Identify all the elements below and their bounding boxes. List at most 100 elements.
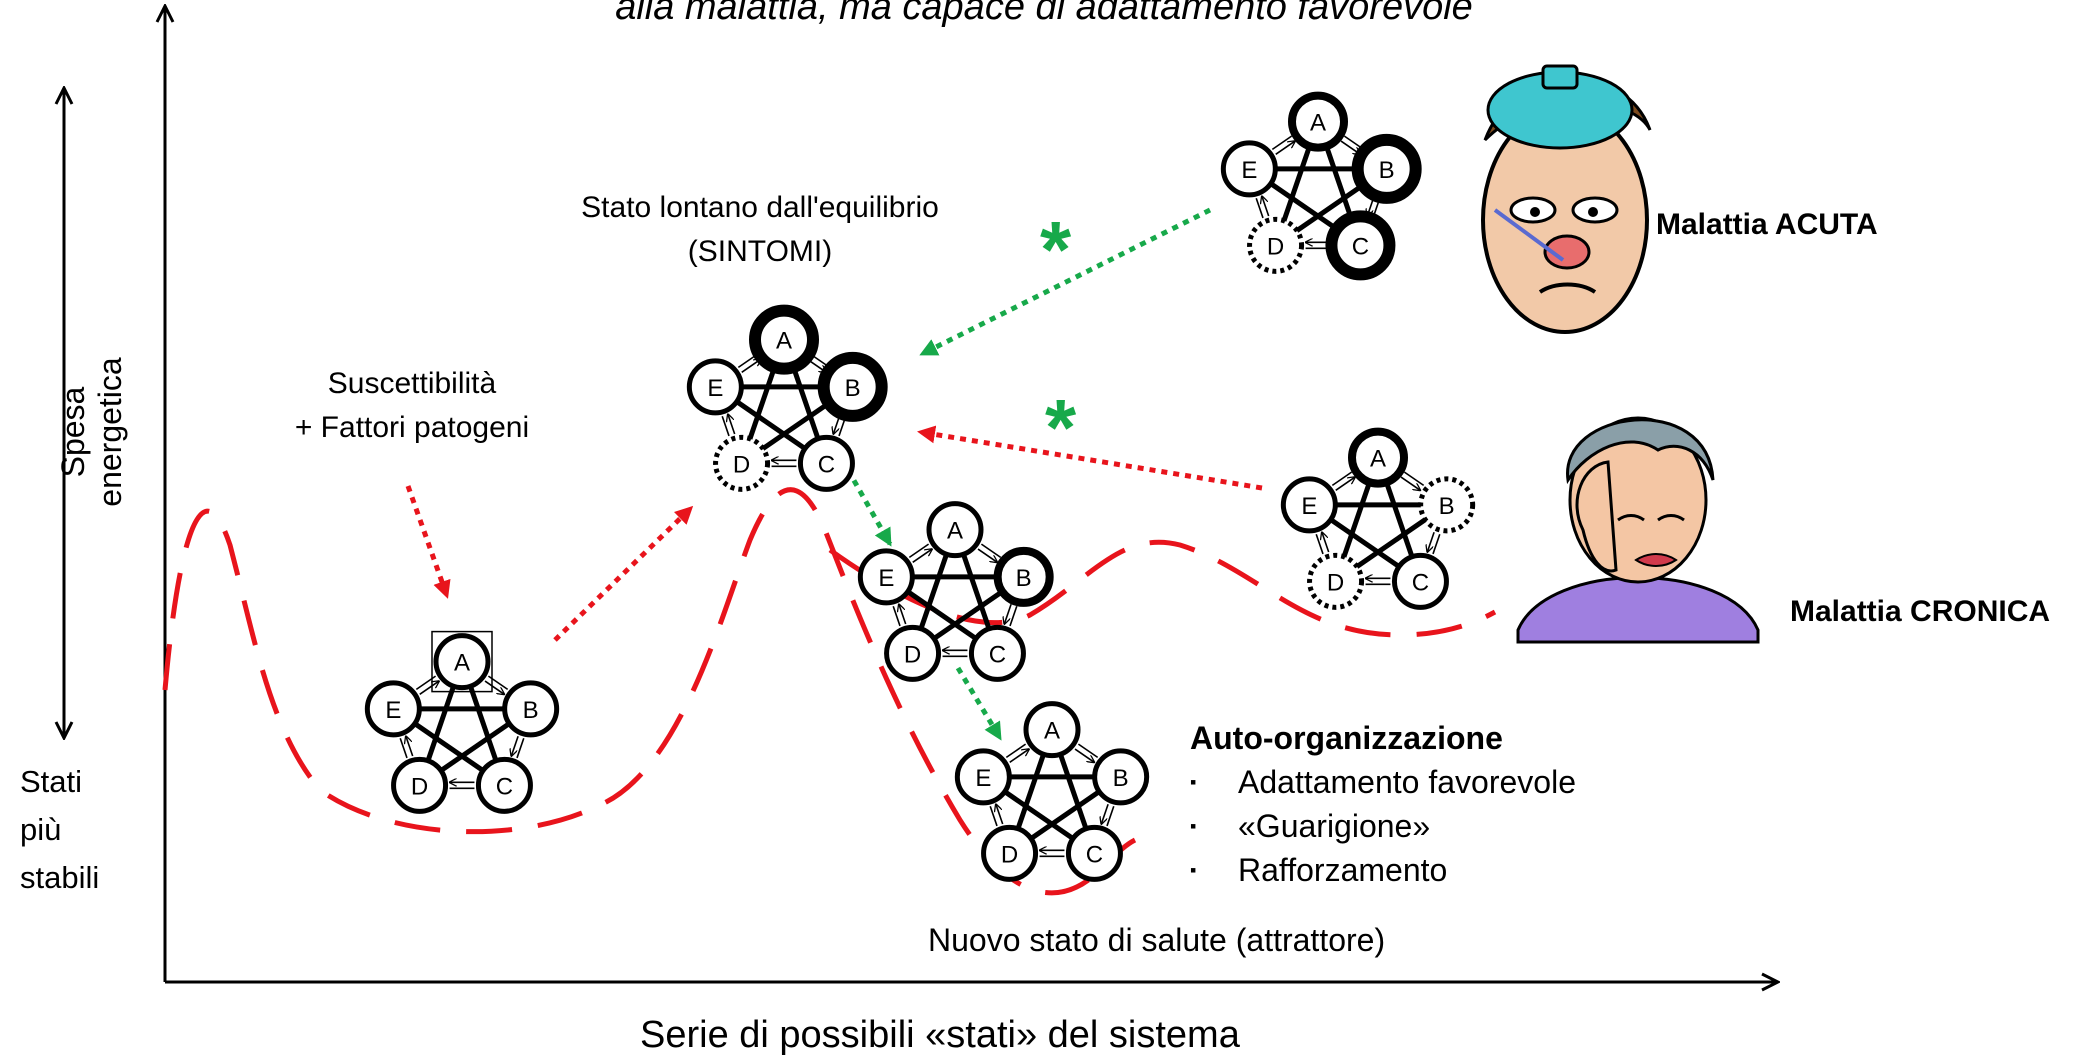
node-label-c: C: [1086, 841, 1103, 868]
new-health-state-label: Nuovo stato di salute (attrattore): [928, 922, 1386, 958]
network-flow-arrow: [728, 414, 736, 435]
diagram-title: alla malattia, ma capace di adattamento …: [615, 0, 1473, 28]
node-label-d: D: [1327, 569, 1344, 596]
x-axis-label: Serie di possibili «stati» del sistema: [640, 1014, 1240, 1056]
node-a: [1023, 701, 1081, 759]
susceptibility-label: Suscettibilità + Fattori patogeni: [262, 362, 562, 450]
network-flow-arrow: [980, 543, 1002, 559]
network-flow-arrow: [1074, 748, 1094, 762]
stable-line-1: Stati: [20, 764, 83, 799]
network-flow-arrow: [977, 548, 997, 562]
self-org-item-2: ▪ «Guarigione»: [1190, 804, 1576, 848]
node-label-b: B: [1113, 765, 1129, 792]
y-axis-label: Spesa energetica: [55, 357, 128, 507]
node-label-e: E: [707, 375, 723, 402]
node-label-a: A: [1370, 446, 1386, 473]
node-a: [433, 633, 491, 691]
network-flow-arrow: [1004, 604, 1012, 624]
far-from-equilibrium-line-1: Stato lontano dall'equilibrio: [581, 191, 939, 224]
green-asterisk-upper: *: [1040, 205, 1072, 294]
node-label-b: B: [845, 375, 861, 402]
node-c: [475, 756, 533, 814]
far-from-equilibrium-line-2: (SINTOMI): [687, 235, 833, 268]
network-flow-arrow: [406, 736, 414, 757]
network-flow-arrow: [1077, 743, 1099, 759]
node-label-e: E: [1241, 157, 1257, 184]
node-c: [968, 624, 1026, 682]
node-label-b: B: [1379, 157, 1395, 184]
node-label-b: B: [523, 697, 539, 724]
node-label-d: D: [733, 451, 750, 478]
network-flow-arrow: [1400, 476, 1420, 490]
node-b: [1351, 133, 1422, 204]
chronic-face: [1516, 416, 1760, 644]
node-label-c: C: [1412, 569, 1429, 596]
susceptibility-line-1: Suscettibilità: [327, 367, 497, 400]
network-flow-arrow: [1009, 749, 1029, 763]
node-label-a: A: [1310, 110, 1326, 137]
network-flow-arrow: [1403, 471, 1425, 487]
bullet-3: ▪: [1190, 860, 1197, 880]
self-org-item-1: ▪ Adattamento favorevole: [1190, 760, 1576, 804]
network-flow-arrow: [908, 543, 930, 559]
pathogen-arrow-up: [553, 505, 694, 642]
network-flow-arrow: [721, 415, 730, 437]
node-e: [1220, 140, 1278, 198]
network-flow-arrow: [1009, 605, 1018, 627]
node-label-c: C: [989, 641, 1006, 668]
node-d: [1247, 216, 1305, 274]
transition-to-health-arrow: [955, 666, 1003, 741]
network-flow-arrow: [484, 680, 504, 694]
node-e: [686, 358, 744, 416]
self-organization-heading: Auto-organizzazione: [1190, 720, 1503, 756]
node-label-d: D: [904, 641, 921, 668]
self-org-item-2-text: «Guarigione»: [1238, 808, 1431, 844]
network-flow-arrow: [996, 804, 1004, 825]
energy-landscape-main: [162, 487, 1137, 896]
node-e: [857, 548, 915, 606]
node-a: [1348, 427, 1408, 488]
node-e: [1280, 476, 1338, 534]
network-flow-arrow: [1005, 743, 1027, 759]
node-label-b: B: [1439, 493, 1455, 520]
network-flow-arrow: [1335, 477, 1355, 491]
network-flow-arrow: [1427, 532, 1435, 552]
node-label-a: A: [776, 328, 792, 355]
network-flow-arrow: [1275, 141, 1295, 155]
node-e: [364, 680, 422, 738]
network-flow-arrow: [989, 805, 998, 827]
network-flow-arrow: [511, 736, 519, 756]
network-flow-arrow: [912, 549, 932, 563]
acute-label: Malattia ACUTA: [1656, 208, 1878, 241]
node-label-b: B: [1016, 565, 1032, 592]
node-d: [391, 756, 449, 814]
stable-line-3: stabili: [20, 860, 100, 895]
network-flow-arrow: [899, 604, 907, 625]
network-flow-arrow: [1262, 196, 1270, 217]
node-a: [926, 501, 984, 559]
far-from-equilibrium-label: Stato lontano dall'equilibrio (SINTOMI): [540, 186, 980, 274]
node-label-d: D: [1001, 841, 1018, 868]
chronic-to-symptoms-arrow: [917, 425, 1263, 491]
node-d: [1307, 552, 1365, 610]
node-c: [1325, 210, 1396, 281]
network-flow-arrow: [1271, 135, 1293, 151]
node-b: [993, 546, 1054, 607]
node-label-e: E: [385, 697, 401, 724]
node-highlight-box: [431, 630, 493, 693]
node-a: [749, 304, 819, 375]
node-d: [884, 624, 942, 682]
acute-face: [1481, 64, 1652, 334]
node-label-a: A: [947, 518, 963, 545]
self-organization-block: Auto-organizzazione ▪ Adattamento favore…: [1190, 716, 1576, 892]
network-flow-arrow: [419, 681, 439, 695]
network-flow-arrow: [1101, 804, 1109, 824]
network-flow-arrow: [1315, 533, 1324, 555]
bullet-1: ▪: [1190, 772, 1197, 792]
network-flow-arrow: [1331, 471, 1353, 487]
